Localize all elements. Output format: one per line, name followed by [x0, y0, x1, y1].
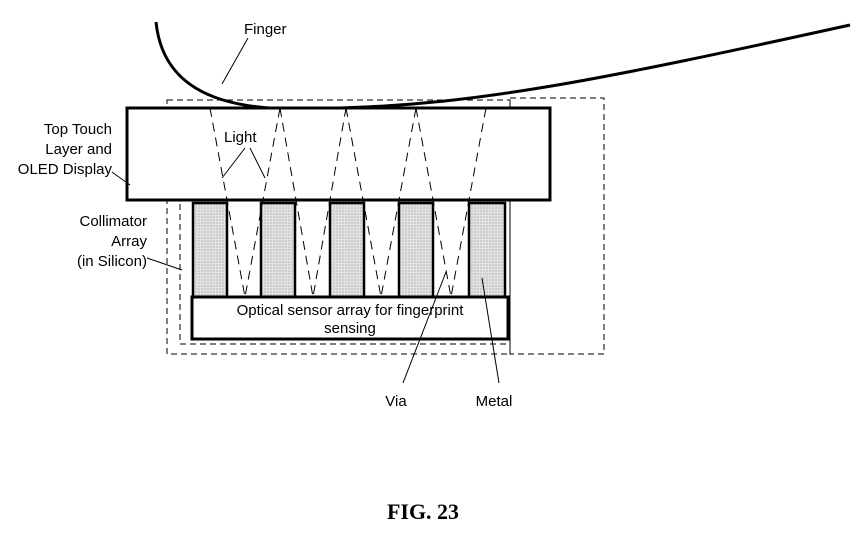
collimator-label-line2: Array: [111, 233, 147, 250]
via-label: Via: [385, 393, 407, 410]
light-leader-line: [249, 147, 266, 179]
top-touch-label-line3: OLED Display: [18, 161, 113, 178]
metal-column: [467, 201, 507, 299]
collimator-leader-line: [146, 257, 183, 271]
light-rays: [209, 107, 487, 298]
collimator-label-line1: Collimator: [79, 213, 147, 230]
sensor-label-line1: Optical sensor array for fingerprint: [237, 302, 465, 319]
collimator-label-line3: (in Silicon): [77, 253, 147, 270]
top-touch-label-line2: Layer and: [45, 141, 112, 158]
collimator-vias: [226, 203, 470, 297]
finger-curve: [154, 21, 851, 111]
figure-caption: FIG. 23: [387, 499, 459, 524]
metal-column: [328, 201, 366, 299]
collimator-metal-columns: [191, 201, 507, 299]
finger-label: Finger: [244, 21, 287, 38]
metal-column: [191, 201, 229, 299]
oled-display-layer: [125, 106, 552, 202]
metal-leader-line: [481, 277, 500, 384]
optical-sensor-array: [190, 295, 510, 341]
finger-leader-line: [221, 37, 249, 85]
metal-label: Metal: [476, 393, 513, 410]
light-label: Light: [224, 129, 257, 146]
top-touch-label-line1: Top Touch: [44, 121, 112, 138]
light-leader-line: [221, 147, 246, 179]
metal-column: [259, 201, 297, 299]
sensor-label-line2: sensing: [324, 320, 376, 337]
oled-leader-line: [111, 171, 131, 186]
metal-column: [397, 201, 435, 299]
right-dashed-region: [509, 97, 605, 355]
via-leader-line: [402, 271, 447, 384]
